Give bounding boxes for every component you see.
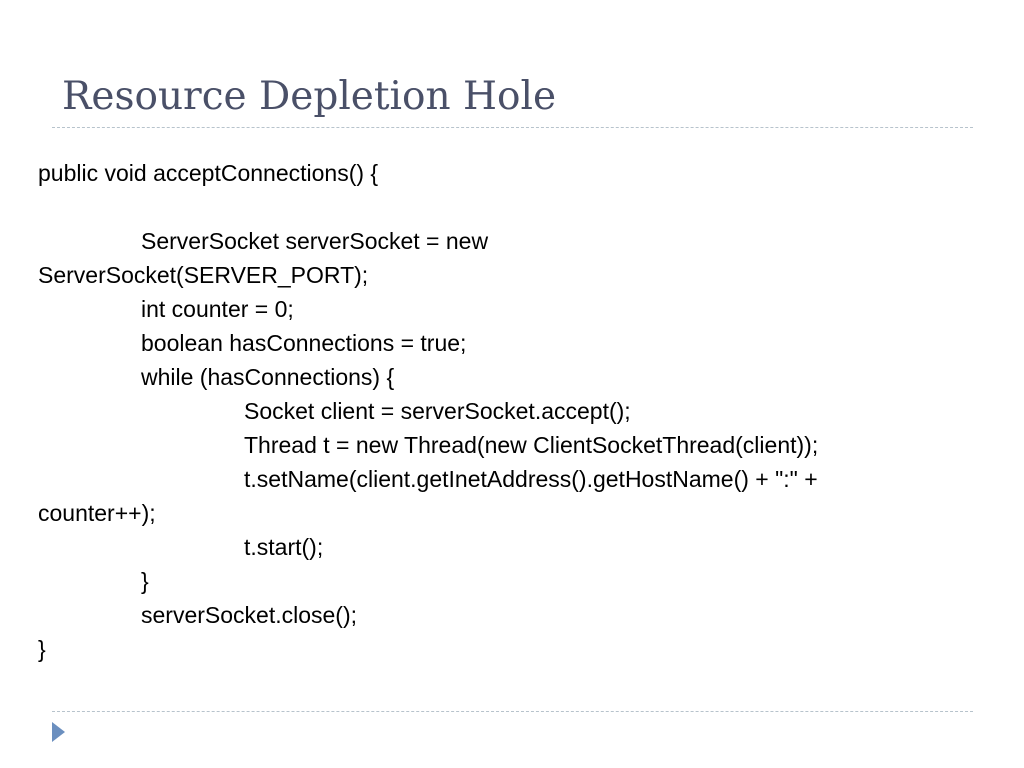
code-line: Socket client = serverSocket.accept(); bbox=[244, 398, 631, 424]
footer-divider bbox=[52, 711, 973, 712]
code-line: public void acceptConnections() { bbox=[38, 160, 379, 186]
code-line: ServerSocket(SERVER_PORT); bbox=[38, 262, 369, 288]
title-divider bbox=[52, 127, 973, 128]
code-block: public void acceptConnections() { Server… bbox=[38, 156, 978, 666]
code-line: t.start(); bbox=[244, 534, 324, 560]
code-line: } bbox=[141, 568, 149, 594]
code-line: ServerSocket serverSocket = new bbox=[141, 228, 489, 254]
code-line: } bbox=[38, 636, 46, 662]
code-line bbox=[38, 190, 978, 224]
code-line: serverSocket.close(); bbox=[141, 602, 358, 628]
code-line: t.setName(client.getInetAddress().getHos… bbox=[244, 466, 818, 492]
code-line: boolean hasConnections = true; bbox=[141, 330, 467, 356]
code-line: counter++); bbox=[38, 500, 156, 526]
triangle-bullet-icon bbox=[52, 722, 65, 742]
code-line: int counter = 0; bbox=[141, 296, 294, 322]
code-line: Thread t = new Thread(new ClientSocketTh… bbox=[244, 432, 819, 458]
code-line: while (hasConnections) { bbox=[141, 364, 395, 390]
slide-title: Resource Depletion Hole bbox=[62, 74, 557, 119]
